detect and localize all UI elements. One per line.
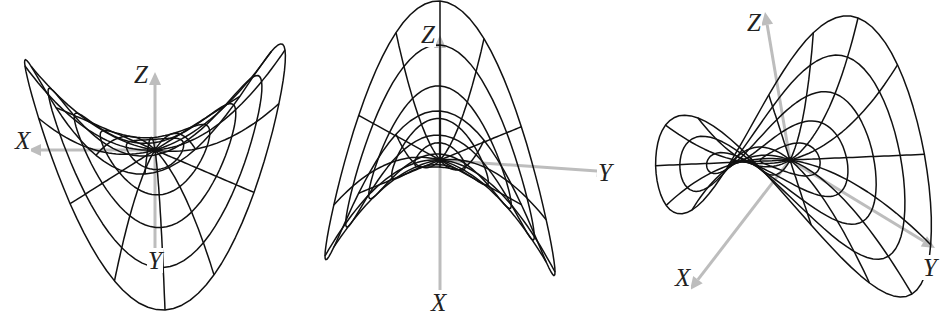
radial-line [790,18,858,160]
radial-line [666,159,790,206]
radial-line [790,154,924,160]
radial-line [790,160,870,283]
saddle-panel [325,1,610,305]
level-ring [48,76,262,268]
radial-line [359,116,440,161]
center-hub [152,147,158,153]
saddle-panel [656,12,935,297]
axis-arrowhead [690,276,703,290]
level-ring [25,44,286,310]
radial-line [155,150,214,275]
radial-line [334,160,440,247]
radial-line [769,95,790,160]
radial-line [790,160,912,294]
level-ring [656,16,932,297]
surface-mesh [25,44,286,310]
radial-line [439,1,441,160]
axis-line [154,85,157,150]
axis-label: X [14,128,31,153]
radial-line [155,50,285,150]
axis-label: Y [922,255,938,280]
radial-line [155,96,240,150]
axis-label: Z [133,62,149,87]
radial-line [440,159,546,220]
axis-label: Z [746,10,762,35]
radial-line [155,150,165,310]
radial-line [396,33,440,160]
radial-line [359,160,440,193]
radial-line [440,160,555,272]
radial-line [56,108,155,150]
radial-line [396,134,440,168]
surface-mesh [325,1,555,276]
radial-line [440,39,484,160]
radial-line [790,160,931,245]
radial-line [440,127,521,160]
radial-line [790,33,813,160]
axis-arrowhead [149,72,161,85]
radial-line [155,133,196,150]
radial-line [155,150,254,192]
axis-line [154,150,157,255]
level-ring [325,1,555,276]
axis-label: X [674,265,691,290]
radial-line [666,125,791,163]
axis-line [698,160,790,280]
axis-label: Z [420,22,436,47]
axis-line [439,160,442,292]
surface-mesh [656,16,932,297]
axis-arrowhead [761,12,773,26]
center-hub [787,157,793,163]
radial-line [39,118,155,154]
radial-line [155,52,271,151]
axis-line [790,160,924,241]
radial-line [325,160,440,256]
axis-label: Y [147,248,163,273]
axis-label: Y [597,160,613,185]
radial-line [440,160,546,262]
level-ring [74,104,236,228]
center-hub [437,157,443,163]
saddle-panel [25,44,286,310]
axis-label: X [430,290,447,315]
